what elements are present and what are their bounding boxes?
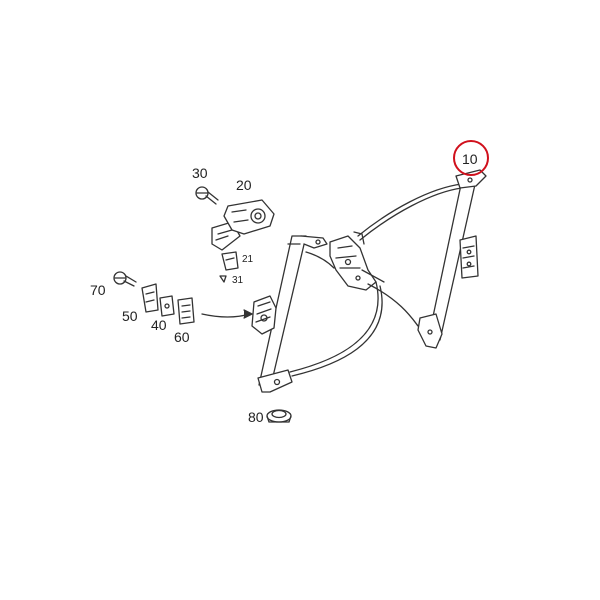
- callout-21[interactable]: 21: [242, 254, 254, 265]
- part-40: [159, 295, 175, 317]
- part-21: [221, 251, 239, 271]
- callout-31[interactable]: 31: [232, 275, 244, 286]
- callout-80[interactable]: 80: [248, 409, 264, 425]
- callout-60[interactable]: 60: [174, 329, 190, 345]
- callout-30[interactable]: 30: [192, 165, 208, 181]
- regulator-drive-housing: [251, 295, 277, 335]
- callout-10[interactable]: 10: [462, 151, 478, 167]
- regulator-cables: [289, 183, 463, 377]
- regulator-left-rail: [257, 235, 328, 393]
- callout-70[interactable]: 70: [90, 282, 106, 298]
- screw-30: [195, 186, 219, 205]
- callout-40[interactable]: 40: [151, 317, 167, 333]
- motor-assembly-20: [211, 199, 275, 251]
- right-rail-bracket: [459, 235, 479, 279]
- clip-50: [141, 283, 159, 313]
- regulator-carrier: [329, 231, 385, 291]
- part-60: [177, 297, 195, 325]
- screw-70: [113, 271, 137, 287]
- callout-50[interactable]: 50: [122, 308, 138, 324]
- grommet-80: [266, 409, 292, 423]
- part-31: [219, 275, 227, 283]
- highlight-circle-10: [453, 140, 489, 176]
- callout-20[interactable]: 20: [236, 177, 252, 193]
- assembly-arrow: [201, 309, 253, 319]
